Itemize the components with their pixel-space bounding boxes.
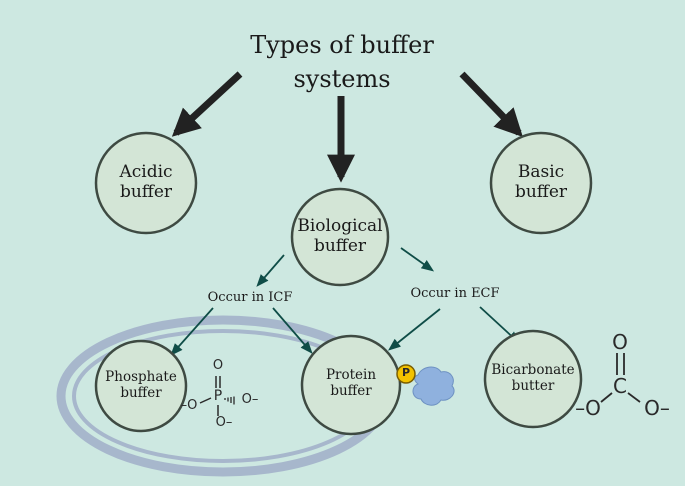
node-basic-circle: [489, 131, 593, 235]
acidic-line-2: buffer: [119, 182, 173, 203]
branch-label-icf: Occur in ICF: [207, 290, 293, 305]
arrow-bio-to-icf: [256, 254, 285, 287]
arrow-to-acidic: [171, 71, 243, 137]
phosphate-line-2: buffer: [120, 385, 162, 402]
basic-line-2: buffer: [514, 182, 568, 203]
node-basic-label: Basic buffer: [491, 162, 591, 203]
bicarbonate-line-1: Bicarbonate: [491, 362, 575, 378]
node-protein-label: Protein buffer: [306, 367, 396, 399]
node-phosphate-circle: [94, 339, 188, 433]
phosphate-wedge: [224, 396, 235, 405]
protein-blob: [412, 366, 455, 406]
node-biological-circle: [290, 187, 390, 287]
arrow-ecf-to-protein: [388, 308, 441, 351]
node-protein-circle: [300, 334, 402, 436]
carbonate-bonds: [600, 353, 641, 403]
carbonate-right-oxygen: O–: [644, 396, 670, 420]
acidic-line-1: Acidic: [119, 162, 173, 182]
basic-line-1: Basic: [517, 162, 565, 182]
phosphate-top-oxygen: O: [212, 358, 224, 373]
arrow-icf-to-phosphate: [170, 307, 214, 356]
protein-line-1: Protein: [325, 367, 377, 383]
title-line-1: Types of buffer: [250, 31, 434, 59]
carbonate-left-oxygen: –O: [575, 396, 601, 420]
phosphate-bonds: [199, 376, 221, 416]
phosphate-p-atom: P: [213, 388, 223, 404]
phosphate-right-oxygen: O–: [241, 392, 259, 407]
arrow-icf-to-protein: [272, 307, 313, 354]
phosphate-line-1: Phosphate: [105, 369, 177, 385]
node-bicarbonate-label: Bicarbonate butter: [488, 362, 578, 394]
node-bicarbonate-circle: [483, 329, 583, 429]
protein-line-2: buffer: [330, 383, 372, 400]
phosphate-bottom-oxygen: O–: [215, 415, 233, 430]
node-acidic-circle: [94, 131, 198, 235]
title-line-2: systems: [293, 65, 391, 93]
arrow-to-basic: [459, 71, 523, 138]
biological-line-2: buffer: [313, 236, 367, 257]
phospho-badge-label: P: [401, 366, 411, 379]
carbonate-top-oxygen: O: [612, 330, 628, 354]
node-biological-label: Biological buffer: [290, 216, 390, 257]
phosphate-left-oxygen: –O: [180, 398, 198, 413]
biological-line-1: Biological: [297, 216, 383, 236]
node-acidic-label: Acidic buffer: [96, 162, 196, 203]
phospho-badge-circle: [396, 364, 416, 384]
node-phosphate-label: Phosphate buffer: [96, 369, 186, 401]
bicarbonate-line-2: butter: [511, 378, 555, 395]
carbonate-c-atom: C: [613, 374, 627, 398]
diagram-title: Types of buffer systems: [192, 28, 492, 96]
arrow-bio-to-ecf: [400, 247, 435, 272]
branch-label-ecf: Occur in ECF: [410, 286, 500, 301]
